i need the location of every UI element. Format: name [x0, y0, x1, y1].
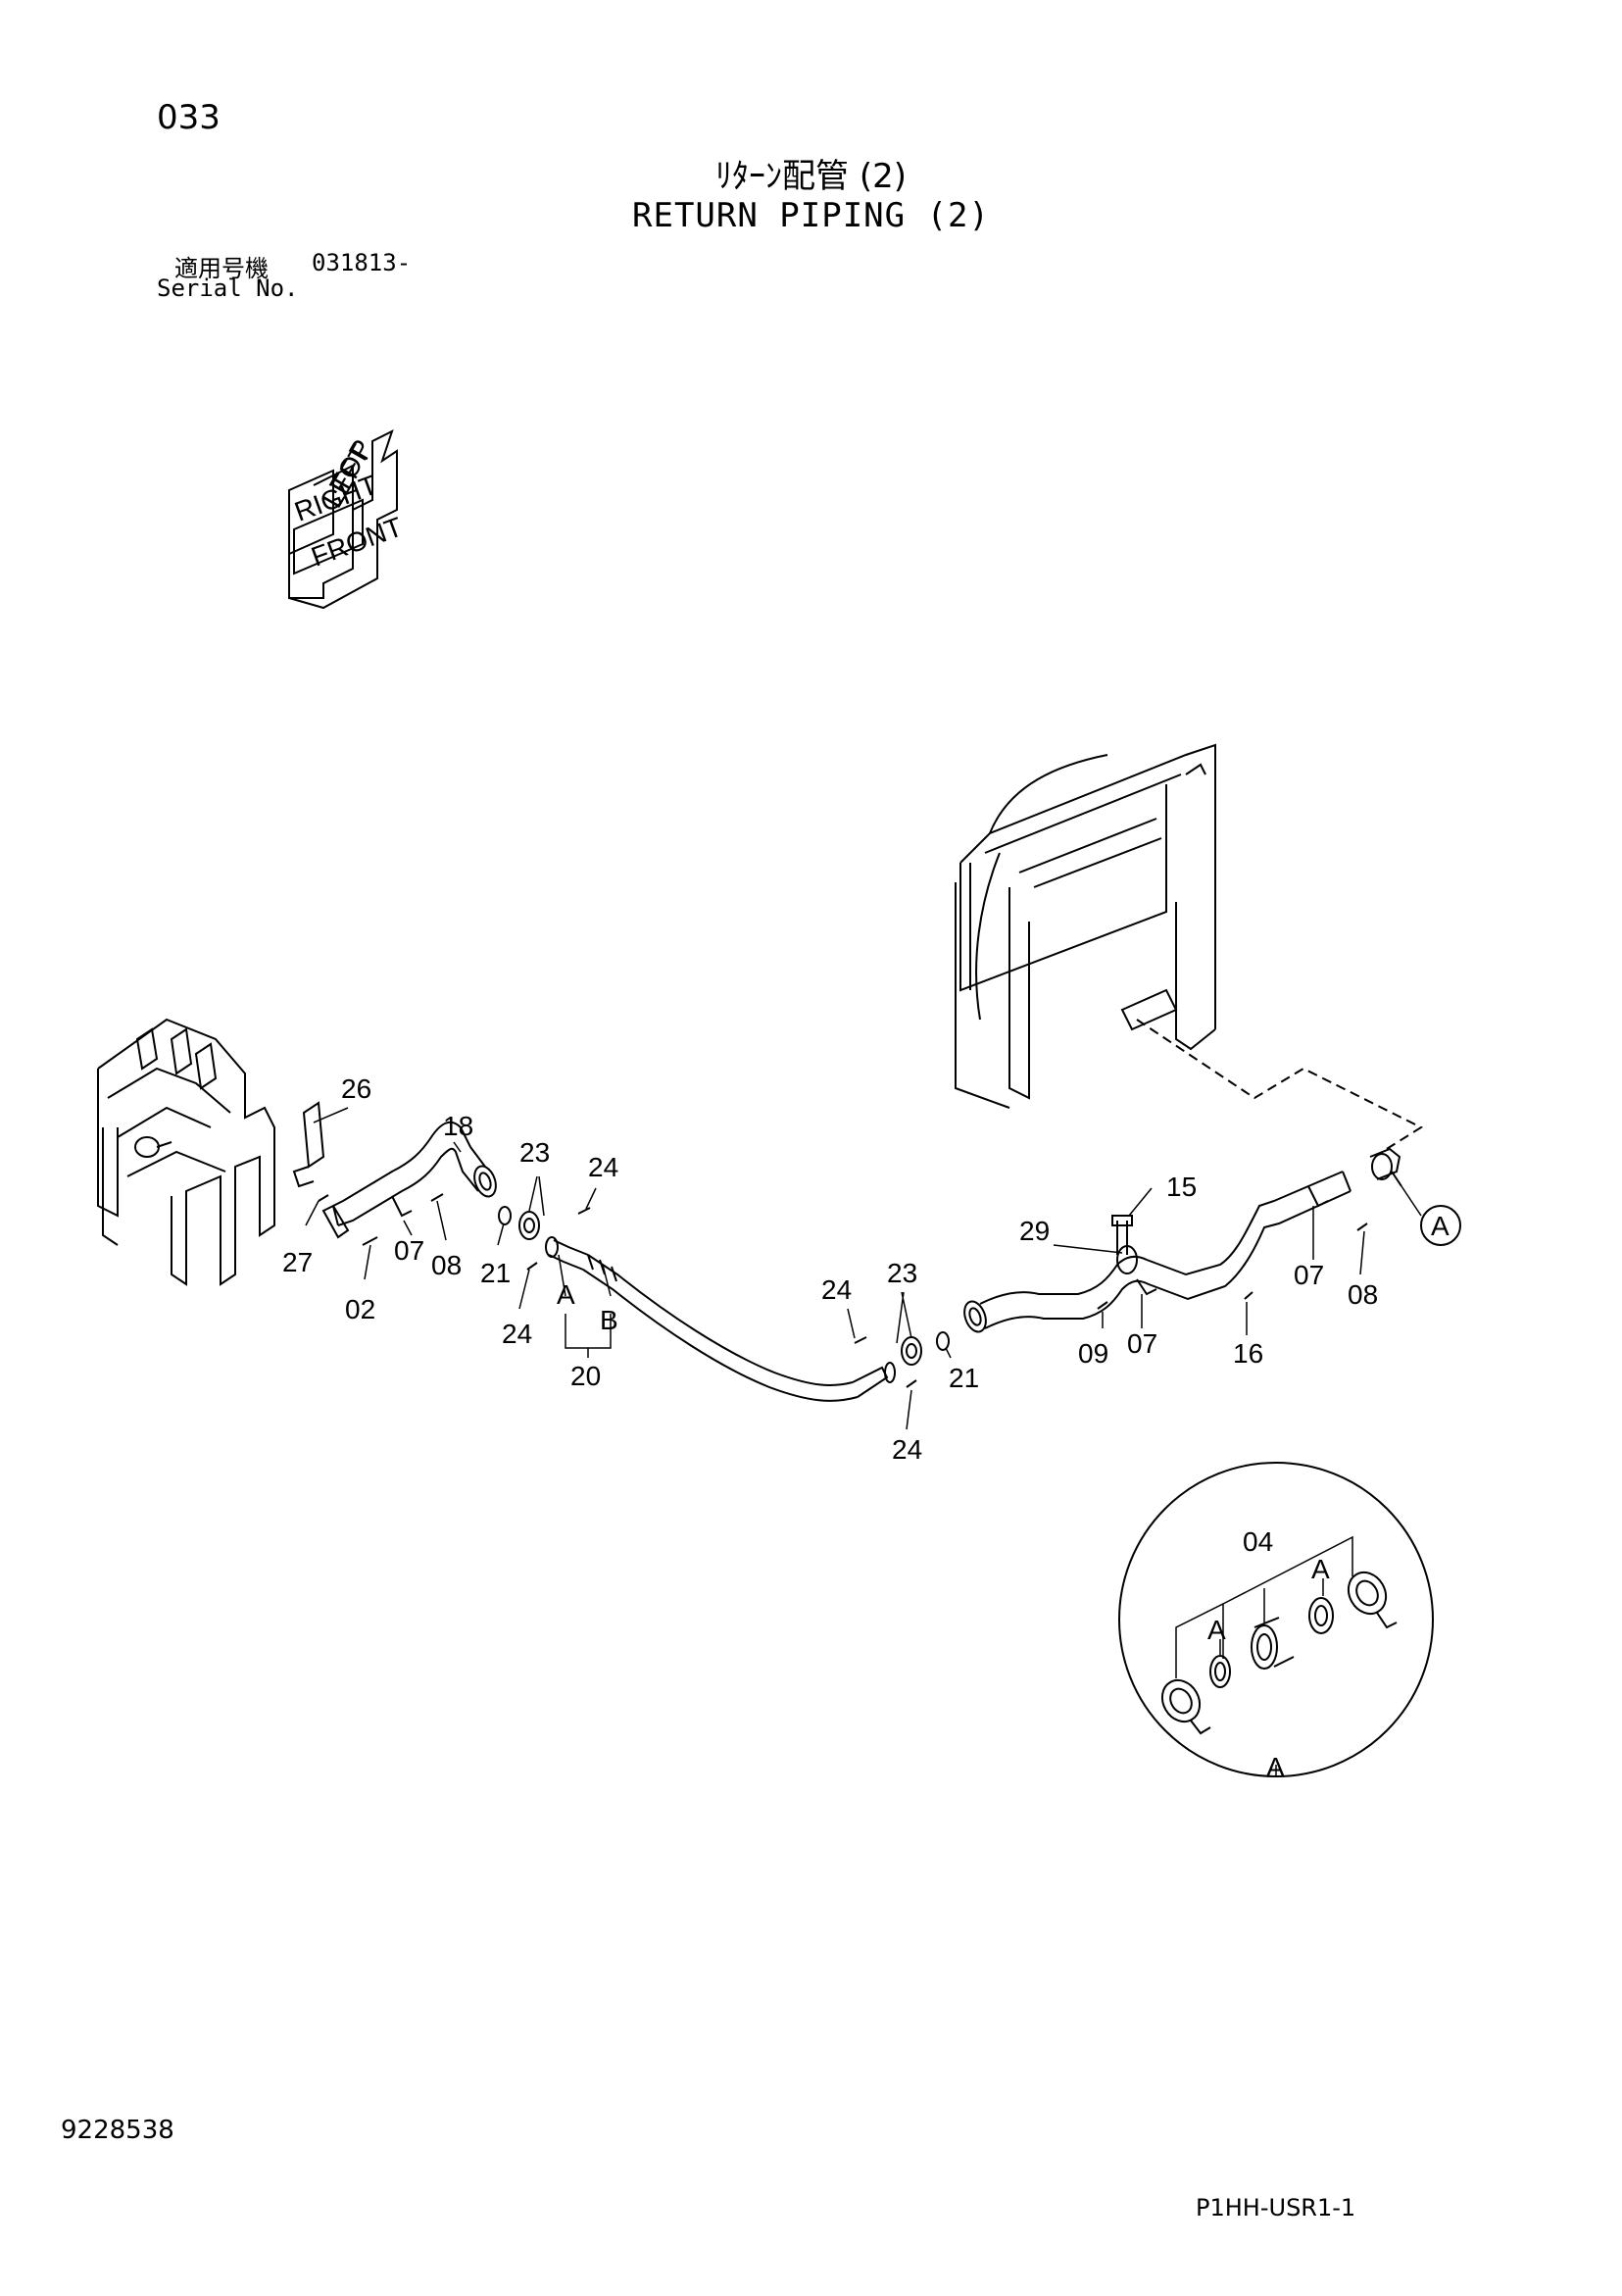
bolt-part-09 [1097, 1301, 1108, 1310]
control-valve-assembly [97, 1018, 275, 1286]
callout-24-upper-left: 24 [588, 1152, 618, 1182]
detail-clamp-left [1160, 1678, 1202, 1723]
bracket-part-26 [292, 1101, 325, 1188]
callout-A-detail-reference: A [1431, 1211, 1450, 1241]
detail-view-A [1118, 1462, 1434, 1777]
o-ring-part-21-left [498, 1206, 512, 1225]
detail-adapter-left [1209, 1655, 1231, 1688]
callout-07-right: 07 [1294, 1260, 1324, 1290]
callout-27: 27 [282, 1247, 313, 1277]
callout-02: 02 [345, 1294, 375, 1324]
steel-pipe-part-29 [963, 1171, 1368, 1333]
callout-24-lower-right: 24 [892, 1434, 922, 1465]
callout-24-upper-right: 24 [821, 1274, 852, 1305]
callout-07-center: 07 [1127, 1328, 1157, 1359]
callout-A-hose-end: A [557, 1279, 575, 1310]
document-id: 9228538 [61, 2116, 174, 2145]
page-number: 033 [157, 98, 221, 137]
callout-20: 20 [570, 1361, 601, 1391]
callout-18: 18 [443, 1111, 473, 1141]
callout-21-right: 21 [949, 1363, 979, 1393]
split-flange-part-23-left [518, 1211, 540, 1240]
detail-callout-A-right: A [1311, 1554, 1330, 1584]
part-callouts: 26 18 23 24 27 07 08 21 02 A B 24 20 24 … [282, 1073, 1461, 1465]
hose-clamp-end [1369, 1147, 1402, 1187]
bolt-part-02 [362, 1236, 378, 1246]
oil-cooler-radiator [955, 743, 1216, 1109]
orientation-icon: TOP LEFT RIGHT FRONT [288, 429, 407, 610]
detail-callout-A-left: A [1207, 1615, 1226, 1645]
callout-23-right: 23 [887, 1258, 917, 1288]
detail-reference-circle [1420, 1205, 1461, 1246]
detail-adapter-right [1308, 1597, 1334, 1634]
fittings-center [854, 1331, 950, 1388]
serial-label-english: Serial No. [157, 275, 299, 302]
detail-clamp-right [1347, 1571, 1388, 1616]
steel-pipe-part-18 [321, 1121, 497, 1239]
detail-callout-04: 04 [1243, 1526, 1273, 1557]
bolt-part-16 [1244, 1291, 1253, 1300]
bolt-part-24-lower-left [526, 1262, 538, 1271]
callout-29: 29 [1019, 1216, 1050, 1246]
bolt-part-27 [318, 1194, 329, 1202]
callout-08-left: 08 [431, 1250, 462, 1280]
orientation-label-front: FRONT [307, 512, 406, 573]
detail-callouts: 04 A A A [1207, 1526, 1330, 1782]
detail-callout-A-bottom: A [1266, 1752, 1285, 1782]
callout-15: 15 [1166, 1172, 1197, 1202]
bolt-part-08-right [1356, 1223, 1368, 1231]
callout-26: 26 [341, 1073, 371, 1104]
callout-23-left: 23 [519, 1137, 550, 1168]
bolt-part-24-lower-right [906, 1379, 917, 1388]
detail-sleeve-04 [1251, 1624, 1278, 1670]
connection-dashed-line [1136, 1019, 1424, 1153]
bolt-part-24-upper-left [577, 1207, 591, 1215]
leader-lines [305, 1107, 1422, 1430]
callout-21-left: 21 [480, 1258, 511, 1288]
drawing-code: P1HH-USR1-1 [1196, 2194, 1356, 2221]
callout-B-hose-end: B [600, 1305, 618, 1335]
title-japanese: ﾘﾀｰﾝ配管 (2) [715, 157, 907, 196]
bolt-part-08-left [430, 1193, 444, 1202]
callout-07-left: 07 [394, 1235, 424, 1266]
split-flange-part-23-right [901, 1336, 922, 1366]
callout-08-right: 08 [1348, 1279, 1378, 1310]
plug-part-15 [1111, 1215, 1133, 1226]
callout-24-lower-left: 24 [502, 1319, 532, 1349]
title-english: RETURN PIPING (2) [632, 196, 990, 235]
fittings-left [318, 1193, 591, 1271]
callout-16: 16 [1233, 1338, 1263, 1369]
bolt-part-24-upper-right [854, 1336, 867, 1344]
serial-label-japanese: 適用号機 [174, 255, 269, 282]
serial-number-value: 031813- [312, 249, 412, 276]
hose-part-20 [545, 1236, 896, 1402]
o-ring-part-21-right [936, 1331, 950, 1351]
callout-09: 09 [1078, 1338, 1108, 1369]
